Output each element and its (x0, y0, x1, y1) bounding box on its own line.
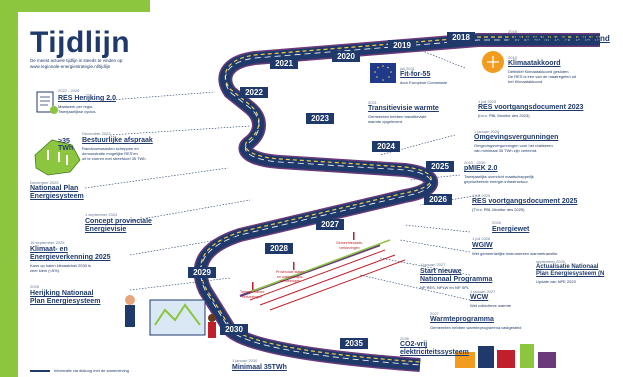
event-desc: Maatwerk per regio. Tweejaarlijkse cyclu… (58, 104, 97, 114)
event-date: 2018 (508, 29, 517, 34)
event-date: 2022 - 2026 (58, 88, 80, 93)
event-start-nationaal-programma[interactable]: Start nieuwe Nationaal Programma (420, 268, 493, 283)
event-actualisatie-npe[interactable]: Actualisatie Nationaal Plan Energiesyste… (536, 264, 605, 277)
red-label-tweede-kamer: Tweede Kamer verkiezingen (240, 290, 265, 299)
event-desc: Update van NPE 2023 (536, 279, 576, 284)
event-desc: Randvoorwaarden scheppen en demonstratie… (82, 146, 147, 161)
year-2029: 2029 (193, 268, 211, 277)
event-date: 16 september 2025 (30, 240, 65, 245)
people-illustration (125, 295, 216, 338)
event-concept-energievisie[interactable]: Concept provinciale Energievisie (85, 218, 152, 233)
footer-note: Informatie via dialoog met de samenlevin… (54, 368, 129, 373)
event-desc: Tweejaarlijks overzicht maatschappelijk … (464, 174, 534, 184)
year-2022: 2022 (245, 88, 263, 97)
event-date: December 2025 (30, 180, 59, 185)
event-res-voortgang-2023[interactable]: RES voortgangsdocument 2023 (478, 104, 584, 111)
event-date: 1 januari 2027 (420, 262, 446, 267)
event-date: 2021 (368, 100, 377, 105)
year-2018: 2018 (452, 33, 470, 42)
netherlands-map-icon (34, 139, 81, 176)
event-date: september 2026 (536, 259, 565, 264)
event-date: juli 2021 (400, 66, 415, 71)
event-herijking-npe[interactable]: Herijking Nationaal Plan Energiesysteem (30, 290, 101, 305)
year-2027: 2027 (321, 220, 339, 229)
event-desc: (t.b.v. PBL Monitor des 2023) (478, 113, 530, 118)
event-date: 1 januari 2030 (232, 358, 258, 363)
event-bestuurlijke-afspraak[interactable]: Bestuurlijke afspraak (82, 137, 153, 144)
event-desc: (T.b.v. PBL Monitor des 2025) (472, 207, 525, 212)
event-res-herijking[interactable]: RES Herijking 2.0 (58, 95, 116, 102)
red-label-provinciale: Provinciale staten en waterschaps- verki… (276, 270, 305, 283)
event-wgiw[interactable]: WGIW (472, 242, 493, 249)
event-date: 2023 - 2030 (464, 160, 486, 165)
event-wcw[interactable]: WCW (470, 294, 489, 301)
event-date: 2027 (430, 311, 439, 316)
red-label-gemeenteraad: Gemeenteraads- verkiezingen (336, 241, 363, 250)
timeline-panel (18, 12, 623, 377)
event-date: 1 juli 2026 (472, 236, 491, 241)
year-2025: 2025 (431, 162, 449, 171)
event-res-voortgang-2025[interactable]: RES voortgangsdocument 2025 (472, 198, 578, 205)
event-desc: Wet collectieve warmte (470, 303, 512, 308)
page-subtitle: De meest actuele tijdlijn is steeds te v… (30, 58, 124, 69)
event-date: 1 juli 2025 (472, 193, 491, 198)
event-date: 2035 (400, 336, 409, 341)
twh-badge: >35 TWh (58, 138, 74, 152)
event-klimaatakkoord[interactable]: Klimaatakkoord (508, 60, 561, 67)
event-date: 2028 (30, 284, 39, 289)
city-illustration (455, 344, 556, 368)
event-date: 2019 (508, 55, 517, 60)
year-2019: 2019 (393, 41, 411, 50)
year-2035: 2035 (345, 339, 363, 348)
event-date: December 2022 (82, 131, 111, 136)
event-klimaat-verkenning[interactable]: Klimaat- en Energieverkenning 2025 (30, 246, 111, 261)
event-date: 1 januari 2026 (474, 129, 500, 134)
event-desc: Gemeenten hebben warmteprogramma vastges… (430, 325, 522, 330)
event-co2-vrij[interactable]: CO2-vrij elektriciteitssysteem (400, 341, 469, 356)
event-warmteprogramma[interactable]: Warmteprogramma (430, 316, 494, 323)
year-2028: 2028 (270, 244, 288, 253)
year-2024: 2024 (377, 142, 395, 151)
accent-side (0, 0, 18, 377)
year-2021: 2021 (275, 59, 293, 68)
event-desc: Definitief Klimaatakkoord gesloten. De R… (508, 69, 577, 84)
eu-flag-icon (370, 63, 396, 83)
event-pmiek[interactable]: pMIEK 2.0 (464, 165, 498, 172)
event-energieakkoord[interactable]: Energieakkoord Nederland (508, 34, 610, 43)
klimaatakkoord-badge-icon (482, 51, 504, 73)
event-desc: door Europese Commissie (400, 80, 448, 85)
event-transitievisie[interactable]: Transitievisie warmte (368, 105, 439, 112)
event-desc: NP RES, NPLW en NP SPL (420, 285, 470, 290)
event-date: 1 september 2024 (85, 212, 118, 217)
year-2023: 2023 (311, 114, 329, 123)
event-energiewet[interactable]: Energiewet (492, 226, 530, 233)
event-desc: Gemeenten hebben transitievisie warmte o… (368, 114, 427, 124)
year-2030: 2030 (225, 325, 243, 334)
event-date: 1 januari 2027 (470, 289, 496, 294)
event-minimaal-35twh[interactable]: Minimaal 35TWh (232, 364, 287, 371)
event-date: 1 juli 2023 (478, 99, 497, 104)
year-2020: 2020 (337, 52, 355, 61)
year-2026: 2026 (429, 195, 447, 204)
event-fit-for-55[interactable]: Fit-for-55 (400, 71, 431, 78)
event-desc: Wet gemeentelijke instrumenten warmtetra… (472, 251, 558, 256)
page-title: Tijdlijn (30, 26, 131, 59)
event-nationaal-plan[interactable]: Nationaal Plan Energiesysteem (30, 185, 84, 200)
event-date: 2026 (492, 220, 501, 225)
event-desc: Omgevingsvergunningen voor het realisere… (474, 143, 553, 153)
event-desc: Kans op halen klimaatdoel 2030 is zeer k… (30, 263, 91, 273)
document-icon (36, 91, 58, 114)
event-omgevingsvergunningen[interactable]: Omgevingsvergunningen (474, 134, 559, 141)
